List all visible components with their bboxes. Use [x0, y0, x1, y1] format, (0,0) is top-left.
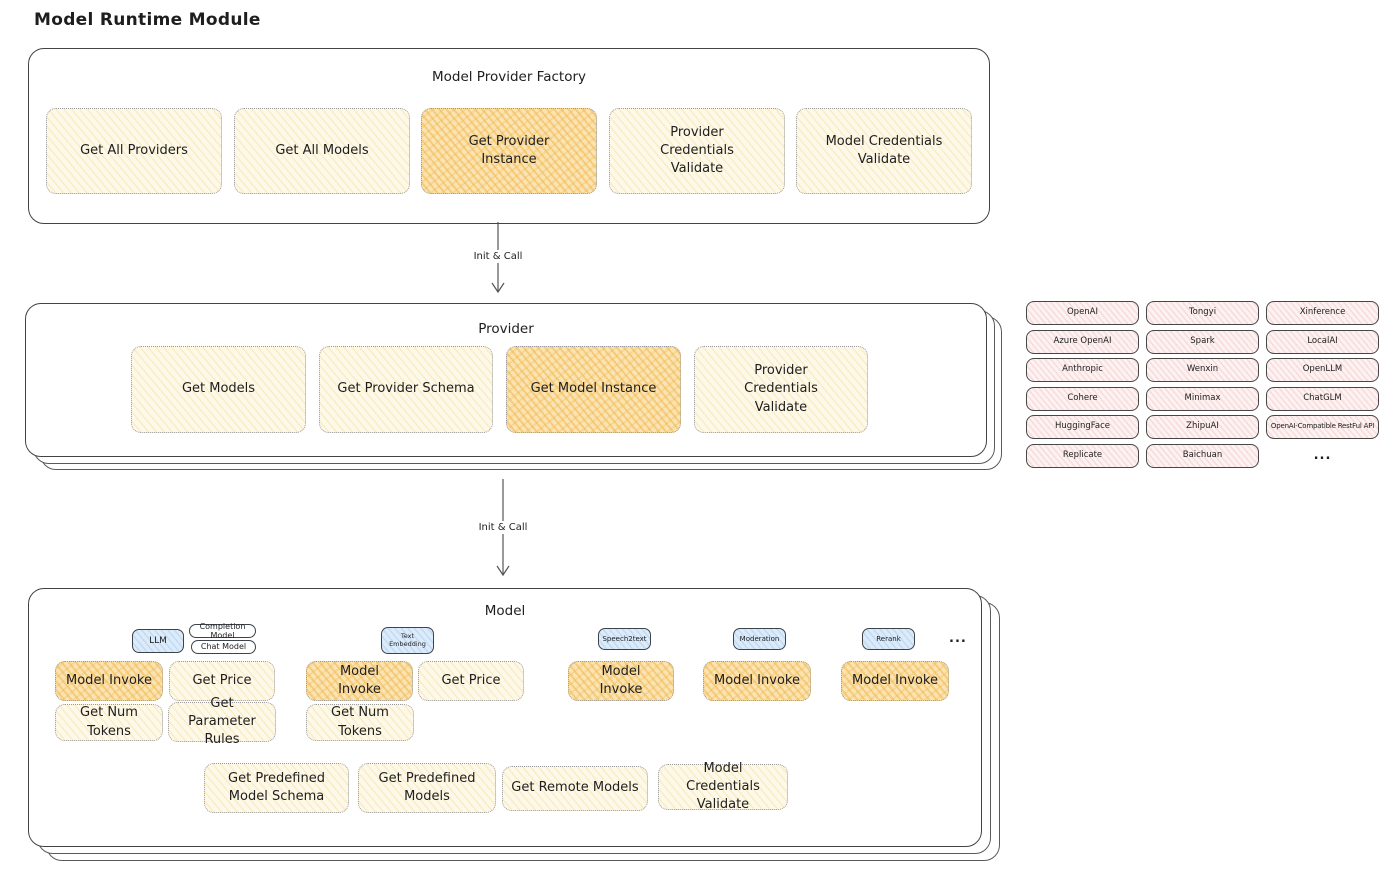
provider-box: Provider Get Models Get Provider Schema …	[25, 303, 987, 457]
model-btn-llm-model-invoke: Model Invoke	[55, 661, 163, 701]
provider-chip-spark: Spark	[1146, 330, 1259, 354]
model-title: Model	[484, 603, 526, 619]
model-types-more-ellipsis: ...	[949, 631, 967, 646]
provider-chip-localai: LocalAI	[1266, 330, 1379, 354]
model-btn-text-embedding-model-invoke: Model Invoke	[306, 661, 413, 701]
model-btn-llm-get-price: Get Price	[169, 661, 275, 701]
provider-chip-chatglm: ChatGLM	[1266, 387, 1379, 411]
factory-btn-model-credentials-validate: Model Credentials Validate	[796, 108, 972, 194]
model-type-pill-rerank: Rerank	[862, 628, 915, 650]
provider-chip-openai: OpenAI	[1026, 301, 1139, 325]
factory-box: Model Provider Factory Get All Providers…	[28, 48, 990, 224]
model-btn-get-remote-models: Get Remote Models	[502, 766, 648, 811]
model-type-pill-llm: LLM	[132, 629, 184, 653]
model-btn-llm-get-parameter-rules: Get Parameter Rules	[168, 696, 276, 747]
page-title: Model Runtime Module	[34, 10, 261, 30]
arrow-label-init-call-1: Init & Call	[455, 250, 541, 263]
provider-btn-provider-credentials-validate: Provider Credentials Validate	[694, 346, 868, 433]
provider-chip-zhipuai: ZhipuAI	[1146, 415, 1259, 439]
model-type-pill-text-embedding: Text Embedding	[381, 627, 434, 654]
providers-more-ellipsis: ...	[1313, 448, 1332, 463]
provider-chip-replicate: Replicate	[1026, 444, 1139, 468]
model-btn-model-credentials-validate: Model Credentials Validate	[658, 761, 788, 812]
model-type-pill-completion-model: Completion Model	[189, 622, 256, 640]
factory-title: Model Provider Factory	[431, 69, 586, 85]
provider-chip-xinference: Xinference	[1266, 301, 1379, 325]
model-type-pill-moderation: Moderation	[733, 628, 786, 650]
provider-btn-get-model-instance: Get Model Instance	[506, 346, 681, 433]
provider-chip-wenxin: Wenxin	[1146, 358, 1259, 382]
model-btn-text-embedding-get-num-tokens: Get Num Tokens	[306, 704, 414, 741]
provider-btn-get-provider-schema: Get Provider Schema	[319, 346, 493, 433]
model-btn-text-embedding-get-price: Get Price	[418, 661, 524, 701]
factory-btn-get-provider-instance: Get Provider Instance	[421, 108, 597, 194]
model-box: Model LLM Completion Model Chat Model Te…	[28, 588, 982, 847]
provider-chip-openllm: OpenLLM	[1266, 358, 1379, 382]
model-btn-rerank-model-invoke: Model Invoke	[841, 661, 949, 701]
provider-chip-tongyi: Tongyi	[1146, 301, 1259, 325]
provider-chip-cohere: Cohere	[1026, 387, 1139, 411]
model-type-pill-chat-model: Chat Model	[191, 640, 256, 654]
provider-chip-baichuan: Baichuan	[1146, 444, 1259, 468]
arrow-label-init-call-2: Init & Call	[460, 521, 546, 534]
factory-btn-get-all-models: Get All Models	[234, 108, 410, 194]
model-btn-moderation-model-invoke: Model Invoke	[703, 661, 811, 701]
provider-chip-huggingface: HuggingFace	[1026, 415, 1139, 439]
factory-btn-provider-credentials-validate: Provider Credentials Validate	[609, 108, 785, 194]
provider-btn-get-models: Get Models	[131, 346, 306, 433]
model-type-pill-speech2text: Speech2text	[598, 628, 651, 650]
model-btn-get-predefined-model-schema: Get Predefined Model Schema	[204, 763, 349, 813]
factory-btn-get-all-providers: Get All Providers	[46, 108, 222, 194]
provider-chip-openai-compatible-restful-api: OpenAI-Compatible RestFul API	[1266, 415, 1379, 439]
model-btn-get-predefined-models: Get Predefined Models	[358, 763, 496, 813]
model-btn-speech2text-model-invoke: Model Invoke	[568, 661, 674, 701]
provider-chip-minimax: Minimax	[1146, 387, 1259, 411]
provider-chip-azure-openai: Azure OpenAI	[1026, 330, 1139, 354]
provider-chip-anthropic: Anthropic	[1026, 358, 1139, 382]
provider-title: Provider	[478, 321, 534, 337]
model-btn-llm-get-num-tokens: Get Num Tokens	[55, 704, 163, 741]
